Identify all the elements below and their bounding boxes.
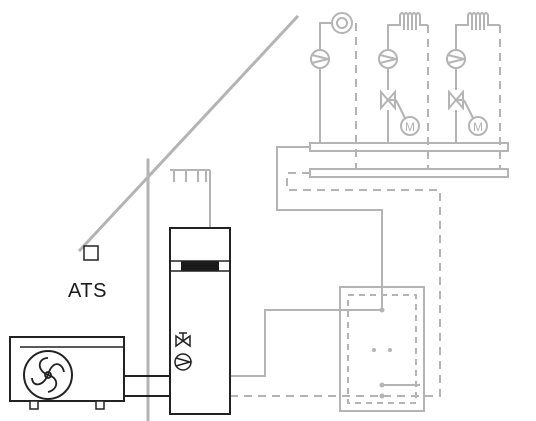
mixing-valve-1 (380, 89, 420, 136)
indoor-pump-icon (174, 353, 193, 371)
outdoor-unit (9, 336, 125, 410)
indoor-valve-icon (175, 332, 191, 348)
motor-icon-1: M (405, 120, 415, 134)
radiator-2 (464, 12, 500, 30)
return-pipes (230, 23, 501, 397)
supply-header (309, 142, 509, 152)
fan-icon (31, 357, 65, 393)
mixing-valve-2 (448, 89, 488, 136)
return-header (309, 168, 509, 178)
floor-heating-emitter (331, 12, 353, 34)
indoor-unit (169, 227, 231, 415)
supply-pipes (230, 22, 509, 386)
pump-3 (446, 49, 466, 69)
buffer-tank (339, 286, 425, 412)
pump-2 (378, 49, 398, 69)
motor-icon-2: M (473, 120, 483, 134)
air-vent-icon (170, 169, 211, 228)
pump-1 (310, 49, 330, 69)
radiator-1 (396, 12, 428, 30)
ats-sensor-icon (83, 245, 99, 261)
roof-line (77, 14, 300, 253)
ats-label: ATS (68, 280, 107, 302)
buffer-tank-inner (347, 294, 417, 404)
